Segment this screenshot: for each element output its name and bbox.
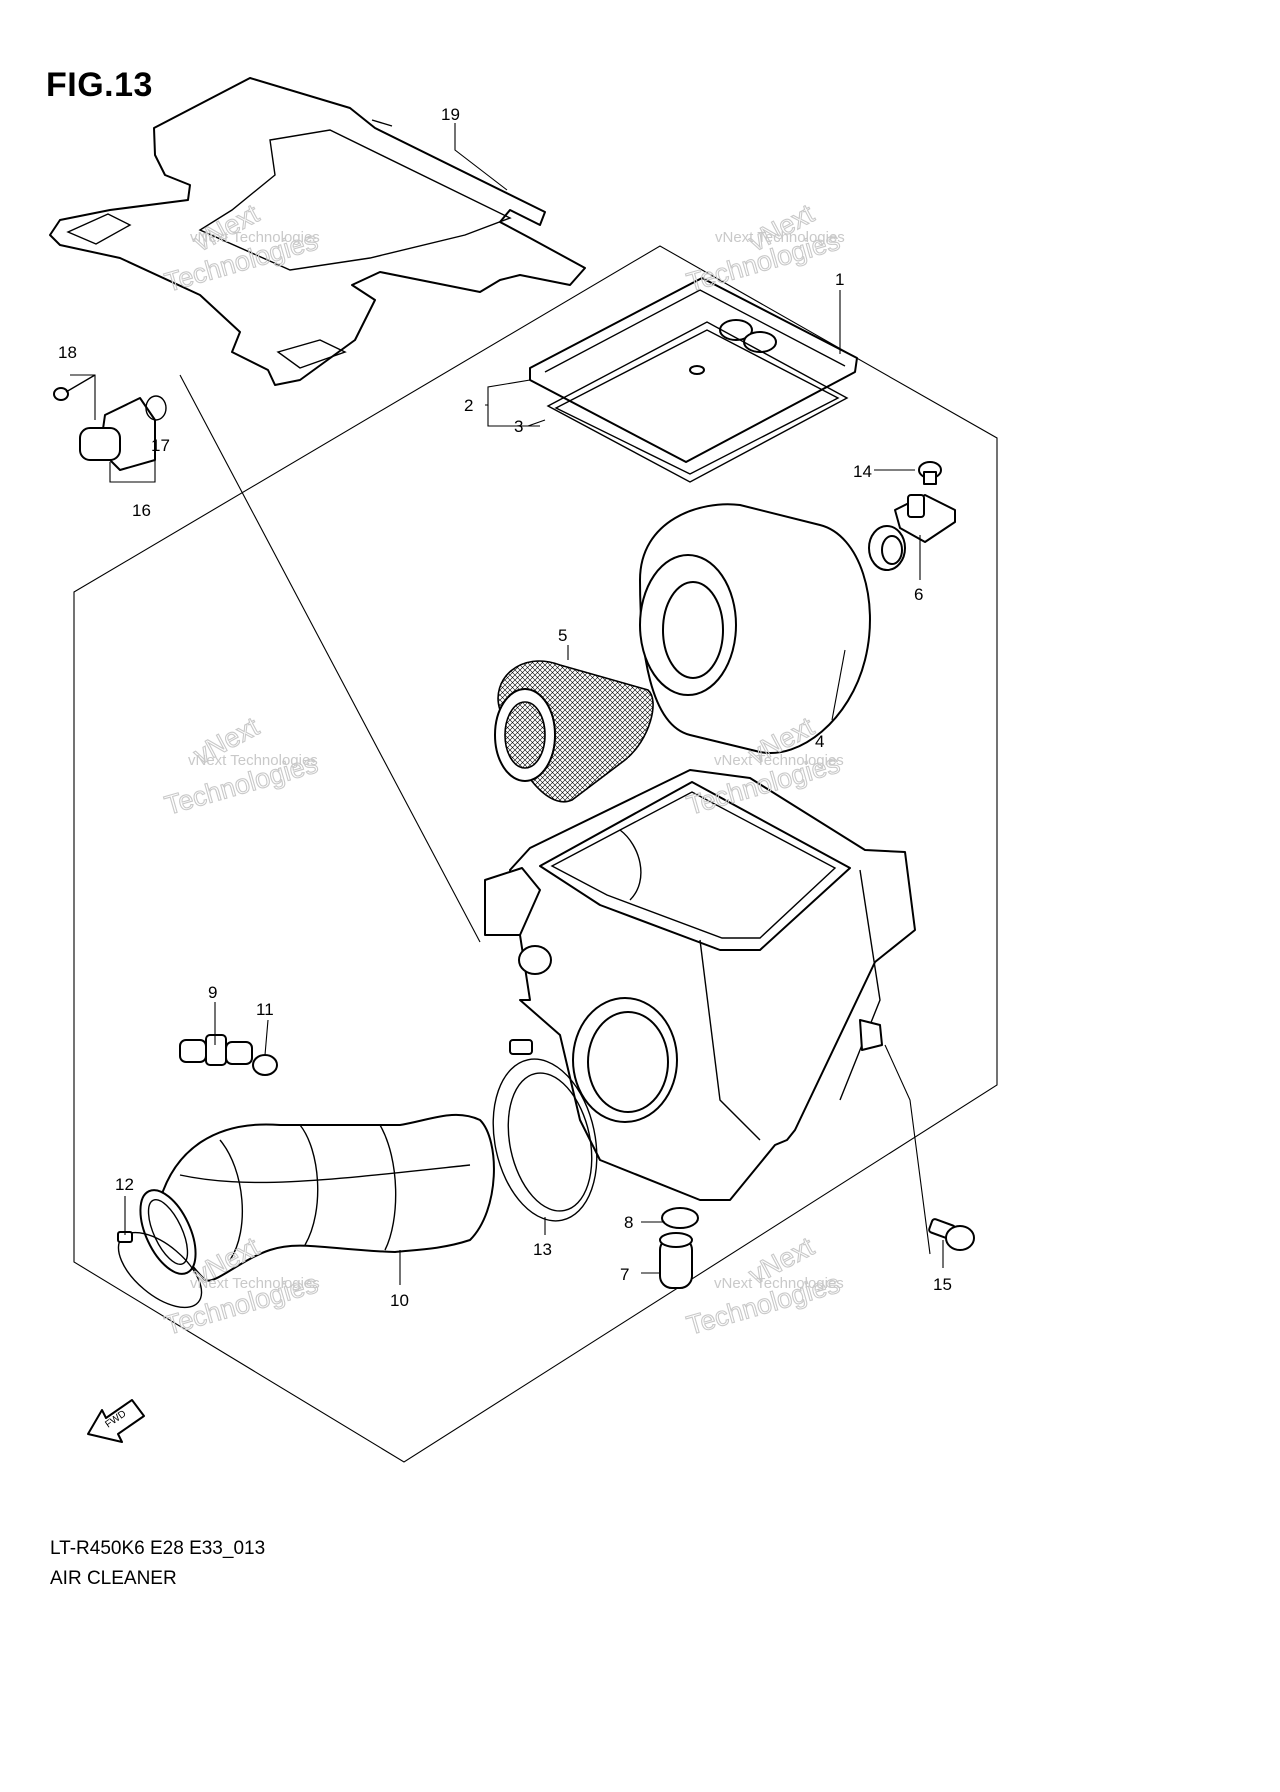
figure-title: FIG.13 <box>46 66 153 104</box>
part-19-heat-shield <box>49 77 586 386</box>
callout-18: 18 <box>58 343 77 362</box>
callout-1: 1 <box>835 270 844 289</box>
callout-12: 12 <box>115 1175 134 1194</box>
watermark-bottom-right: vNext vNext Technologies Technologies <box>683 1231 844 1342</box>
callout-3: 3 <box>514 417 523 436</box>
callout-10: 10 <box>390 1291 409 1310</box>
callout-8: 8 <box>624 1213 633 1232</box>
model-code: LT-R450K6 E28 E33_013 <box>50 1538 266 1559</box>
part-18-screw <box>53 374 96 401</box>
watermark-top-right: vNext vNext Technologies Technologies <box>683 198 845 299</box>
section-title: AIR CLEANER <box>50 1568 177 1589</box>
part-9-joint <box>179 1034 253 1066</box>
callout-4: 4 <box>815 732 824 751</box>
callout-11: 11 <box>256 1000 274 1019</box>
svg-text:vNext Technologies: vNext Technologies <box>190 1275 320 1292</box>
callout-19: 19 <box>441 105 460 124</box>
assembly-boundary <box>73 245 998 1463</box>
svg-text:vNext Technologies: vNext Technologies <box>188 752 318 769</box>
svg-text:vNext Technologies: vNext Technologies <box>190 229 320 246</box>
callout-14: 14 <box>853 462 872 481</box>
callout-15: 15 <box>933 1275 952 1294</box>
watermark-mid-left: vNext vNext Technologies Technologies <box>161 711 322 822</box>
callout-9: 9 <box>208 983 217 1002</box>
part-8-clip <box>661 1207 699 1229</box>
air-cleaner-case <box>484 769 916 1201</box>
part-6-bracket <box>868 494 956 571</box>
callout-17: 17 <box>151 436 170 455</box>
part-11-clip <box>252 1054 278 1076</box>
part-13-clamp <box>492 1039 598 1222</box>
callout-5: 5 <box>558 626 567 645</box>
part-10-intake-hose <box>139 1113 495 1282</box>
callouts: 1 2 3 4 5 6 7 8 9 10 11 12 13 14 15 16 1… <box>58 105 952 1310</box>
part-5-filter-cage <box>494 660 654 803</box>
leader-lines <box>70 123 944 1285</box>
part-15-bolt <box>928 1218 975 1251</box>
part-14-screw <box>918 461 942 485</box>
callout-6: 6 <box>914 585 923 604</box>
callout-13: 13 <box>533 1240 552 1259</box>
sub-boundary-line <box>179 374 481 943</box>
fwd-arrow: FWD <box>87 1399 145 1443</box>
svg-text:vNext Technologies: vNext Technologies <box>714 752 844 769</box>
part-3-gasket <box>546 321 849 483</box>
callout-7: 7 <box>620 1265 629 1284</box>
callout-16: 16 <box>132 501 151 520</box>
svg-text:vNext Technologies: vNext Technologies <box>714 1275 844 1292</box>
callout-2: 2 <box>464 396 473 415</box>
part-1-cap <box>529 277 858 463</box>
part-7-drain-tube <box>659 1232 693 1289</box>
part-17-o-ring <box>145 395 167 421</box>
part-16-sensor <box>79 397 156 471</box>
svg-text:vNext Technologies: vNext Technologies <box>715 229 845 246</box>
part-4-filter-element <box>639 503 871 755</box>
